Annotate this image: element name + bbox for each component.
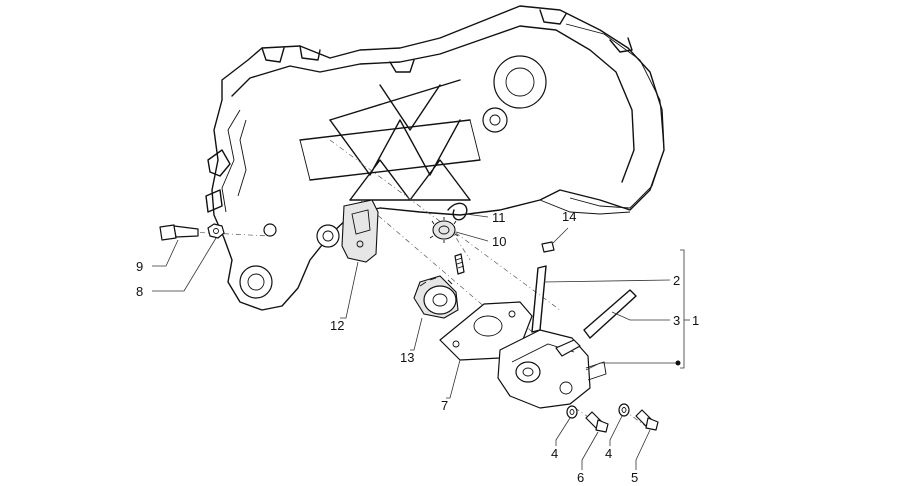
part-6-screw	[585, 411, 609, 433]
callout-5: 5	[631, 470, 638, 485]
callout-2: 2	[673, 273, 680, 288]
part-shaft	[454, 253, 465, 275]
callout-14: 14	[562, 209, 576, 224]
part-4-washer-a	[566, 405, 578, 419]
part-14-clip	[541, 241, 555, 253]
callout-1: 1	[692, 313, 699, 328]
callout-12: 12	[330, 318, 344, 333]
callout-9: 9	[136, 259, 143, 274]
part-10-gear	[429, 217, 459, 243]
part-2-hose	[531, 265, 547, 333]
callout-6: 6	[577, 470, 584, 485]
callout-10: 10	[492, 234, 506, 249]
callout-13: 13	[400, 350, 414, 365]
callout-4b: 4	[605, 446, 612, 461]
crankcase-housing	[205, 5, 665, 311]
part-8-nut	[207, 223, 225, 239]
callout-4a: 4	[551, 446, 558, 461]
oil-pump-body	[497, 329, 607, 409]
part-5-screw	[635, 409, 659, 431]
part-13-gear	[413, 275, 459, 319]
part-4-washer-b	[618, 403, 630, 417]
callout-labels: 1 2 3 4 4 5 6 7 8 9 10 11 12 13 14	[136, 209, 699, 485]
leader-lines	[152, 213, 690, 470]
callout-3: 3	[673, 313, 680, 328]
part-9-screw	[159, 224, 199, 241]
part-3-hose	[583, 289, 637, 339]
callout-7: 7	[441, 398, 448, 413]
callout-11: 11	[492, 210, 506, 225]
part-11-spring	[447, 202, 468, 221]
callout-8: 8	[136, 284, 143, 299]
part-12-bracket	[341, 199, 379, 263]
